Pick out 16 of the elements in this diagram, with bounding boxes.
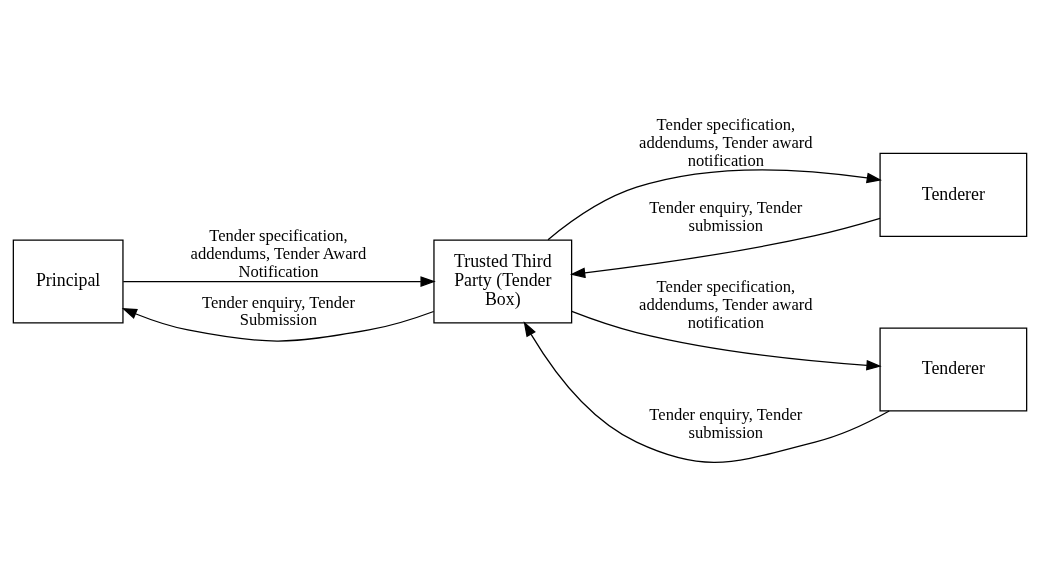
edge-label: Tender specification, addendums, Tender award notification bbox=[639, 277, 813, 332]
edge-label: Tender enquiry, Tender submission bbox=[649, 404, 803, 442]
arrow bbox=[523, 321, 890, 463]
node-box: Tenderer bbox=[879, 327, 1028, 412]
edge-label: Tender enquiry, Tender Submission bbox=[201, 292, 355, 330]
node-box: Tenderer bbox=[879, 152, 1028, 237]
edge-label: Tender enquiry, Tender submission bbox=[649, 198, 803, 236]
node-box: Trusted Third Party (Tender Box) bbox=[433, 239, 573, 324]
arrow bbox=[547, 169, 882, 241]
node-box: Principal bbox=[12, 239, 124, 324]
arrow bbox=[571, 310, 882, 371]
arrow bbox=[570, 217, 881, 279]
arrow bbox=[122, 276, 436, 287]
edge-label: Tender specification, addendums, Tender award notification bbox=[639, 115, 813, 171]
edge-label: Tender specification, addendums, Tender Award Notification bbox=[190, 226, 367, 281]
arrow bbox=[121, 308, 435, 342]
